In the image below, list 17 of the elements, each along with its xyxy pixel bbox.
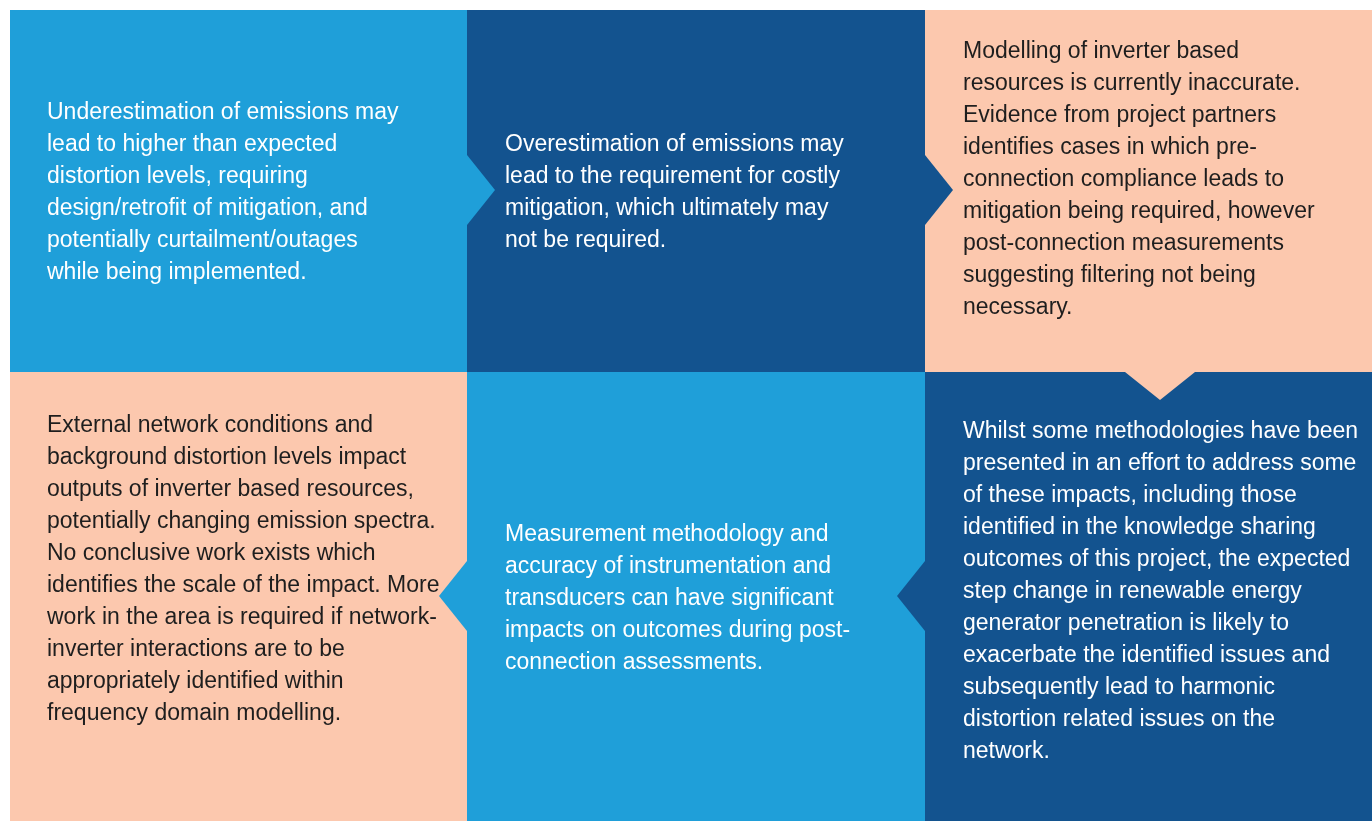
text-panel <box>467 10 925 372</box>
panel-text: Modelling of inverter based resources is currently inaccurate. Evidence from project partners identifies cases in which pre-connection compliance leads to mitigation being required, however post-connection measurements suggesting filtering not being necessary. <box>963 36 1316 321</box>
panel-text: Underestimation of emissions may lead to higher than expected distortion levels, requiring design/retrofit of mitigation, and potentially curtailment/outages while being implemented. <box>47 97 400 286</box>
text-panel <box>925 10 1372 372</box>
chevron-arrow <box>925 155 953 225</box>
chevron-arrow <box>467 155 495 225</box>
text-panel <box>10 10 467 372</box>
panel-text: Overestimation of emissions may lead to the requirement for costly mitigation, which ultimately may not be required. <box>505 129 845 254</box>
text-panel <box>467 372 925 821</box>
text-panel <box>925 372 1372 821</box>
panel-text: Whilst some methodologies have been presented in an effort to address some of these impacts, including those identified in the knowledge sharing outcomes of this project, the expected step change in renewable energy generator penetration is likely to exacerbate the identified issues and subsequently lead to harmonic distortion related issues on the network. <box>963 416 1360 765</box>
chevron-arrow <box>1125 372 1195 400</box>
panel-text: External network conditions and background distortion levels impact outputs of inverter based resources, potentially changing emission spectra. No conclusive work exists which identifies the scale of the impact. More work in the area is required if network-inverter interactions are to be appropriately identified within frequency domain modelling. <box>47 410 441 727</box>
text-panel <box>10 372 467 821</box>
chevron-arrow <box>439 561 467 631</box>
chevron-arrow <box>897 561 925 631</box>
panel-text: Measurement methodology and accuracy of instrumentation and transducers can have significant impacts on outcomes during post-connection assessments. <box>505 518 852 676</box>
